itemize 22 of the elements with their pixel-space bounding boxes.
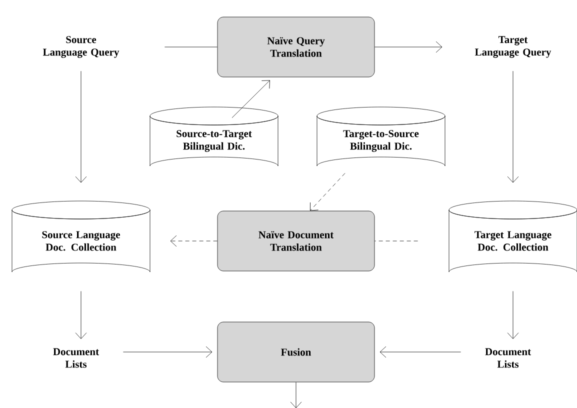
arrow: [170, 235, 218, 247]
arrow: [75, 70, 87, 183]
database-cylinder: Source-to-Target Bilingual Dic.: [150, 106, 278, 166]
process-box: Naïve Document Translation: [217, 210, 375, 272]
arrow: [310, 173, 346, 211]
arrow: [75, 291, 87, 339]
database-cylinder: Target Language Doc. Collection: [448, 200, 577, 272]
label-text: Document Lists: [53, 348, 99, 368]
arrow: [232, 80, 270, 118]
arrow: [123, 346, 212, 358]
arrow: [290, 382, 302, 408]
database-cylinder: Source Language Doc. Collection: [12, 200, 150, 272]
process-box: Fusion: [217, 322, 375, 382]
label-text: Document Lists: [485, 348, 531, 368]
arrow: [380, 346, 461, 358]
label-text: Target Language Query: [474, 36, 552, 58]
database-cylinder: Target-to-Source Bilingual Dic.: [316, 106, 446, 166]
process-box: Naïve Query Translation: [217, 16, 375, 78]
arrow: [507, 70, 519, 183]
arrow: [507, 291, 519, 339]
label-text: Source Language Query: [42, 36, 120, 58]
arrow: [374, 41, 442, 53]
